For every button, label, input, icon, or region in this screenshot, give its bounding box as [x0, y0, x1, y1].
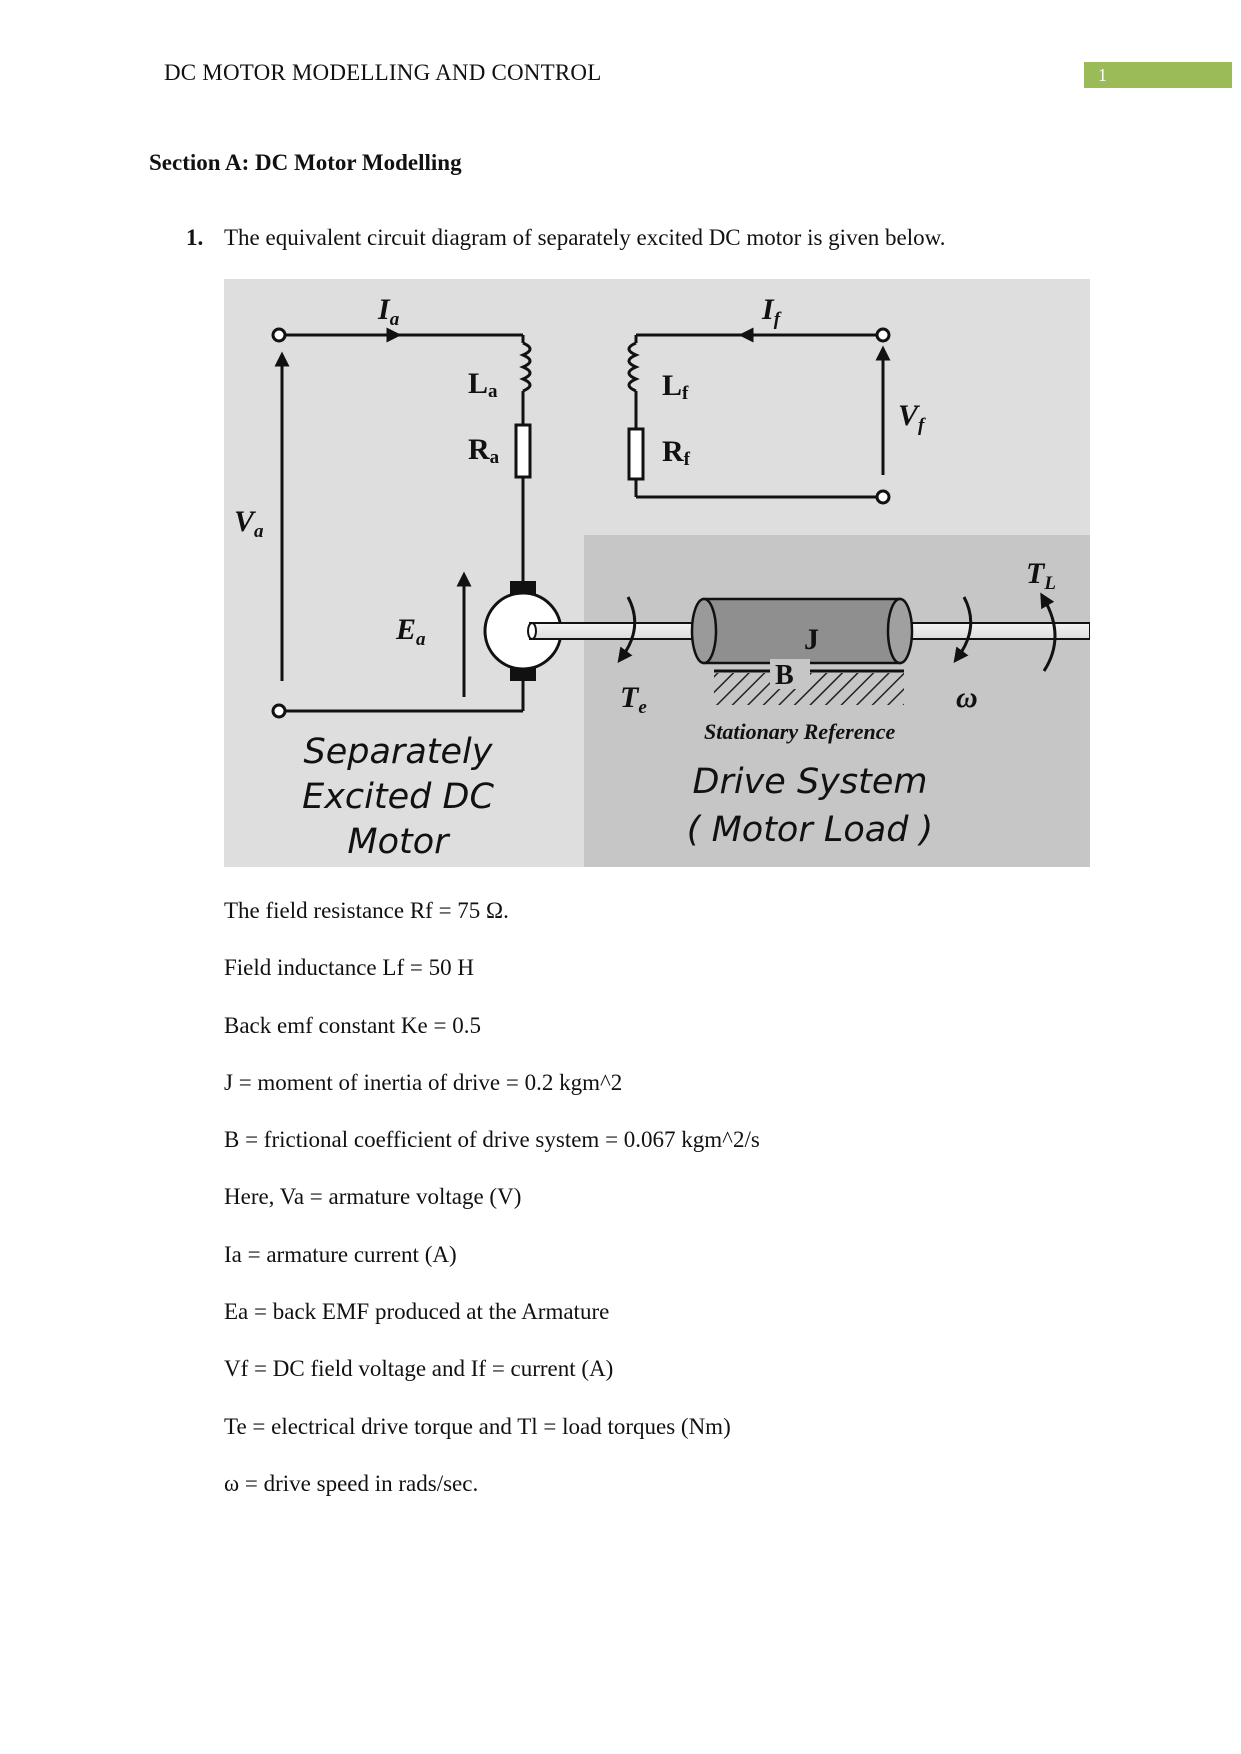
label-va: Va	[234, 505, 264, 542]
motor-caption-line-3: Motor	[347, 822, 451, 862]
param-field-inductance: Field inductance Lf = 50 H	[224, 955, 474, 981]
param-armature-voltage: Here, Va = armature voltage (V)	[224, 1184, 522, 1210]
parameter-list: The field resistance Rf = 75 Ω. Field in…	[224, 898, 760, 1528]
label-j: J	[804, 623, 819, 656]
terminal-field-bottom	[875, 489, 891, 505]
label-rf: Rf	[662, 435, 691, 470]
param-drive-speed: ω = drive speed in rads/sec.	[224, 1470, 479, 1496]
page-number-badge: 1	[1084, 62, 1232, 88]
tl-torque-arc	[1040, 592, 1057, 672]
armature-inductor	[519, 341, 532, 393]
label-omega: ω	[956, 681, 978, 714]
label-lf: Lf	[662, 369, 689, 404]
question-text: The equivalent circuit diagram of separa…	[224, 225, 946, 250]
param-field-voltage-current: Vf = DC field voltage and If = current (…	[224, 1356, 614, 1382]
inertia-cylinder	[702, 597, 902, 665]
label-if: If	[761, 293, 782, 330]
label-la: La	[468, 367, 498, 402]
motor-caption-line-1: Separately	[304, 732, 494, 772]
drive-caption-line-1: Drive System	[693, 762, 928, 802]
param-torques: Te = electrical drive torque and Tl = lo…	[224, 1413, 731, 1439]
brush-bottom	[510, 667, 536, 681]
label-ia: Ia	[377, 293, 400, 330]
omega-torque-arc	[953, 596, 973, 664]
param-moment-of-inertia: J = moment of inertia of drive = 0.2 kgm…	[224, 1069, 623, 1095]
question-number: 1.	[186, 225, 204, 250]
dc-motor-circuit-diagram: Ia If La Ra Lf Rf Vf Va Ea Te TL J B ω S…	[224, 279, 1090, 867]
param-friction-coefficient: B = frictional coefficient of drive syst…	[224, 1127, 760, 1153]
terminal-armature-top	[271, 327, 287, 343]
label-te: Te	[620, 681, 647, 718]
label-stationary-reference: Stationary Reference	[704, 719, 895, 744]
param-back-emf: Ea = back EMF produced at the Armature	[224, 1299, 610, 1325]
running-header-title: DC MOTOR MODELLING AND CONTROL	[164, 60, 602, 85]
label-vf: Vf	[898, 399, 926, 436]
te-torque-arc	[617, 596, 637, 664]
label-b: B	[775, 660, 794, 691]
label-ra: Ra	[468, 433, 500, 468]
label-tl: TL	[1026, 557, 1056, 594]
terminal-armature-bottom	[271, 703, 287, 719]
label-ea: Ea	[395, 613, 426, 650]
terminal-field-top	[875, 327, 891, 343]
param-field-resistance: The field resistance Rf = 75 Ω.	[224, 898, 509, 923]
drive-caption-line-2: ( Motor Load )	[687, 810, 933, 850]
param-back-emf-constant: Back emf constant Ke = 0.5	[224, 1012, 481, 1038]
motor-caption-line-2: Excited DC	[302, 777, 494, 817]
field-inductor	[627, 341, 640, 393]
armature-circuit	[282, 333, 532, 713]
field-resistor	[627, 427, 645, 481]
param-armature-current: Ia = armature current (A)	[224, 1241, 457, 1267]
armature-resistor	[514, 423, 532, 479]
brush-top	[510, 581, 536, 595]
section-heading: Section A: DC Motor Modelling	[149, 150, 462, 175]
